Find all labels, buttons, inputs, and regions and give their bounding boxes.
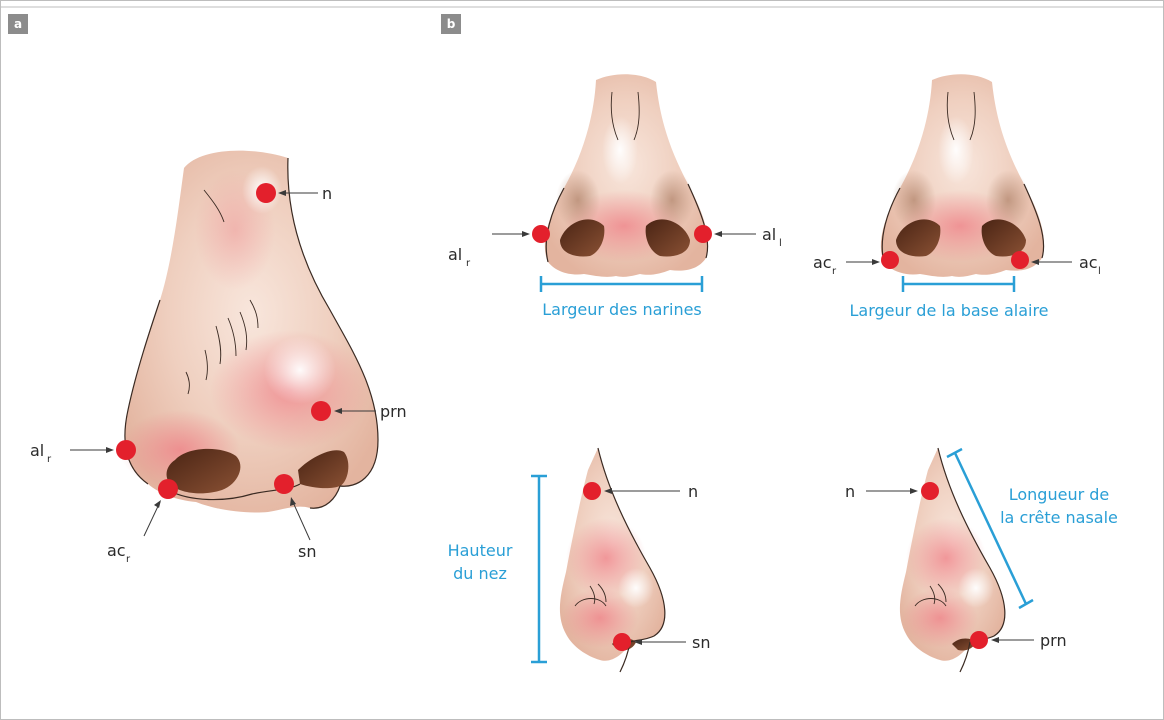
label-n-profile-height: n bbox=[688, 482, 698, 501]
label-ac-l-frontal: ac l bbox=[1079, 253, 1101, 277]
panel-a-nose-illustration bbox=[120, 151, 378, 513]
label-ac-l-frontal-sub: l bbox=[1098, 266, 1101, 277]
landmark-sn bbox=[274, 474, 294, 494]
landmark-ac-l-frontal bbox=[1011, 251, 1029, 269]
panel-b-letter: b bbox=[447, 17, 456, 31]
landmark-al-r-frontal bbox=[532, 225, 550, 243]
panel-a-letter: a bbox=[14, 17, 22, 31]
panel-b-frontal-nose-2 bbox=[881, 74, 1044, 277]
landmark-al-l-frontal bbox=[694, 225, 712, 243]
caption-dorsum-length-line2: la crête nasale bbox=[1000, 508, 1118, 527]
nostril-width-measure-bar bbox=[541, 276, 702, 292]
label-ac-r-frontal-sub: r bbox=[832, 266, 837, 277]
label-ac-l-frontal-base: ac bbox=[1079, 253, 1098, 272]
nose-height-measure-bar bbox=[531, 476, 547, 662]
landmark-prn-profile bbox=[970, 631, 988, 649]
label-al-l-frontal: al l bbox=[762, 225, 782, 249]
label-al-l-frontal-base: al bbox=[762, 225, 776, 244]
caption-nose-height-line2: du nez bbox=[453, 564, 507, 583]
landmark-al-r bbox=[116, 440, 136, 460]
panel-b-frontal-nose-1 bbox=[545, 74, 708, 277]
label-ac-r-sub: r bbox=[126, 554, 131, 565]
landmark-ac-r-frontal bbox=[881, 251, 899, 269]
label-al-r-sub: r bbox=[47, 454, 52, 465]
panel-a-tag: a bbox=[8, 14, 28, 34]
caption-nostril-width: Largeur des narines bbox=[542, 300, 702, 319]
label-n-profile-dorsum: n bbox=[845, 482, 855, 501]
label-prn: prn bbox=[380, 402, 407, 421]
label-al-r-base: al bbox=[30, 441, 44, 460]
landmark-n-profile-height bbox=[583, 482, 601, 500]
label-al-r-frontal-base: al bbox=[448, 245, 462, 264]
label-al-l-frontal-sub: l bbox=[779, 238, 782, 249]
landmark-sn-profile bbox=[613, 633, 631, 651]
landmark-prn bbox=[311, 401, 331, 421]
caption-alar-base-width: Largeur de la base alaire bbox=[849, 301, 1048, 320]
label-ac-r-base: ac bbox=[107, 541, 126, 560]
label-al-r-frontal: al r bbox=[448, 245, 471, 269]
label-prn-profile: prn bbox=[1040, 631, 1067, 650]
caption-nose-height-line1: Hauteur bbox=[448, 541, 513, 560]
label-ac-r-frontal: ac r bbox=[813, 253, 837, 277]
alar-base-width-measure-bar bbox=[903, 276, 1014, 292]
label-ac-r-frontal-base: ac bbox=[813, 253, 832, 272]
panel-b-profile-nose-1 bbox=[560, 448, 665, 672]
label-al-r: al r bbox=[30, 441, 52, 465]
landmark-n-profile-dorsum bbox=[921, 482, 939, 500]
landmark-n bbox=[256, 183, 276, 203]
label-sn: sn bbox=[298, 542, 316, 561]
label-ac-r: ac r bbox=[107, 541, 131, 565]
panel-b-profile-nose-2 bbox=[900, 448, 1005, 672]
label-al-r-frontal-sub: r bbox=[466, 258, 471, 269]
landmark-ac-r bbox=[158, 479, 178, 499]
caption-dorsum-length-line1: Longueur de bbox=[1009, 485, 1110, 504]
label-n: n bbox=[322, 184, 332, 203]
panel-b-tag: b bbox=[441, 14, 461, 34]
label-sn-profile: sn bbox=[692, 633, 710, 652]
